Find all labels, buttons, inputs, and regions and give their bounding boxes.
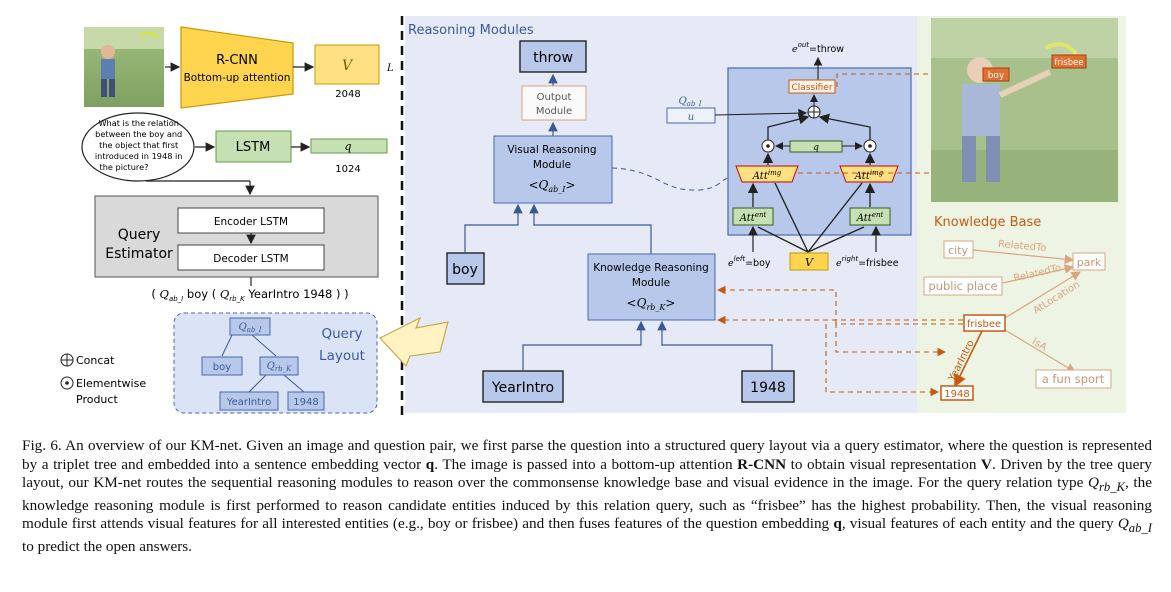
svg-text:1948: 1948 (750, 380, 786, 396)
l-label: L (386, 63, 394, 74)
layout-expression: ( Qab_I boy ( Qrb_K YearIntro 1948 ) ) (151, 287, 348, 303)
kb-node-public-place (923, 276, 1003, 296)
input-boy (446, 252, 485, 285)
svg-text:park: park (1077, 256, 1102, 269)
input-1948 (741, 370, 795, 403)
kb-node-frisbee (963, 314, 1006, 332)
query-layout-title-2: Layout (319, 348, 365, 364)
kb-node-park (1072, 252, 1106, 271)
knowledge-reasoning-module (587, 253, 716, 321)
query-layout-title-1: Query (321, 326, 362, 342)
figure-caption: Fig. 6. An overview of our KM-net. Given… (22, 437, 1152, 556)
u-vector (666, 107, 716, 124)
svg-text:1948: 1948 (293, 397, 318, 408)
lstm-label: LSTM (236, 140, 271, 155)
scene-photo (931, 18, 1118, 202)
reasoning-title: Reasoning Modules (408, 23, 534, 38)
svg-text:Knowledge Reasoning: Knowledge Reasoning (593, 262, 709, 274)
att-img-right (839, 165, 899, 183)
bbox-label-boy (982, 67, 1010, 82)
decoder-label: Decoder LSTM (213, 253, 289, 265)
classifier-box (788, 79, 836, 94)
rcnn-block (180, 26, 294, 109)
tree-node-qrb (259, 356, 299, 376)
v-input-box (789, 252, 829, 271)
svg-text:boy: boy (988, 71, 1005, 81)
visual-reasoning-module (493, 135, 613, 204)
svg-text:Visual Reasoning: Visual Reasoning (507, 144, 596, 156)
svg-text:Module: Module (533, 159, 571, 171)
tree-node-1948 (287, 391, 325, 411)
decoder-lstm (177, 244, 325, 271)
svg-text:Module: Module (632, 277, 670, 289)
bbox-label-frisbee (1051, 54, 1087, 69)
svg-text:frisbee: frisbee (967, 319, 1001, 330)
q-vector (310, 138, 388, 154)
svg-text:Output: Output (537, 92, 572, 103)
eout-label: eout=throw (792, 41, 844, 55)
kb-title: Knowledge Base (934, 215, 1041, 230)
answer-throw (519, 40, 587, 73)
svg-text:Classifier: Classifier (791, 83, 832, 93)
layout-to-modules-arrow (379, 316, 449, 368)
v-label: V (342, 58, 354, 74)
rcnn-title: R-CNN (216, 53, 258, 68)
q-label: q (344, 140, 351, 153)
legend-elementwise-1: Elementwise (76, 377, 146, 390)
svg-text:city: city (948, 244, 968, 257)
input-photo (84, 27, 164, 107)
svg-text:V: V (805, 256, 814, 269)
v-feature-box (314, 44, 380, 85)
svg-text:Module: Module (536, 106, 572, 117)
encoder-label: Encoder LSTM (214, 216, 288, 228)
e-right-label: eright=frisbee (836, 255, 899, 269)
lstm-block (215, 130, 292, 163)
svg-text:RelatedTo: RelatedTo (998, 239, 1047, 254)
estimator-label-1: Query (118, 227, 161, 243)
att-img-left (735, 165, 799, 183)
kb-node-1948 (940, 385, 974, 401)
input-yearintro (482, 370, 564, 403)
att-ent-left (732, 207, 774, 226)
tree-node-yearintro (219, 391, 279, 411)
kb-node-fun-sport (1035, 369, 1112, 389)
question-text: What is the relation between the boy and… (95, 118, 185, 172)
att-ent-right (849, 207, 891, 226)
svg-text:q: q (813, 143, 819, 153)
question-bubble (81, 112, 195, 182)
legend: Concat Elementwise Product (60, 353, 146, 406)
legend-elementwise-2: Product (76, 393, 118, 406)
estimator-label-2: Estimator (105, 246, 173, 262)
svg-text:YearIntro: YearIntro (226, 397, 271, 408)
svg-text:a fun sport: a fun sport (1042, 372, 1105, 386)
v-dim: 2048 (335, 89, 360, 100)
svg-text:throw: throw (533, 50, 573, 66)
kb-node-city (943, 240, 974, 259)
output-module (521, 85, 587, 121)
svg-text:boy: boy (452, 262, 478, 278)
svg-text:u: u (688, 112, 694, 123)
tree-node-boy (201, 356, 243, 376)
svg-text:frisbee: frisbee (1054, 58, 1083, 68)
km-net-figure: R-CNN Bottom-up attention V L 2048 What … (60, 16, 1126, 415)
svg-text:boy: boy (213, 362, 231, 373)
legend-concat: Concat (76, 354, 115, 367)
svg-text:public place: public place (928, 279, 997, 293)
rcnn-subtitle: Bottom-up attention (184, 72, 291, 84)
svg-text:1948: 1948 (944, 389, 969, 400)
tree-node-qab (229, 317, 271, 336)
q-dim: 1024 (335, 164, 360, 175)
svg-text:YearIntro: YearIntro (491, 380, 554, 396)
e-left-label: eleft=boy (728, 255, 771, 269)
